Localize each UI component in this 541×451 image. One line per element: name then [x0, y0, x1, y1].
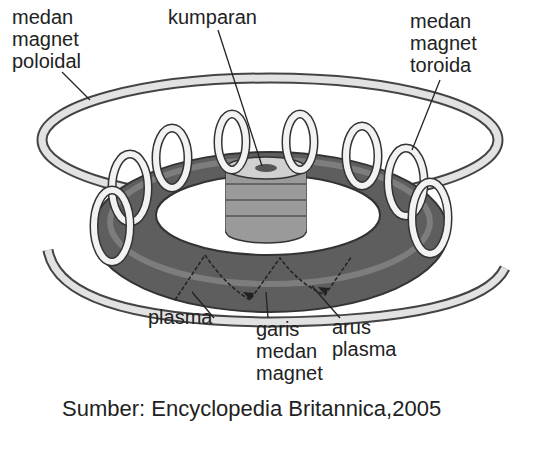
field-arrow — [243, 292, 254, 300]
part-label: medan magnet toroida — [410, 10, 477, 76]
part-label: medan magnet poloidal — [12, 6, 81, 72]
source-caption: Sumber: Encyclopedia Britannica,2005 — [62, 396, 441, 422]
part-label: plasma — [148, 306, 212, 328]
toroidal-coils — [94, 114, 448, 262]
poloidal-ring — [48, 250, 505, 322]
poloidal-ring-face — [48, 250, 505, 322]
leader-lines — [62, 30, 440, 318]
plasma-torus — [92, 152, 448, 312]
part-label: arus plasma — [332, 316, 396, 360]
part-label: garis medan magnet — [256, 318, 323, 384]
part-label: kumparan — [168, 6, 257, 28]
field-line — [175, 255, 352, 300]
